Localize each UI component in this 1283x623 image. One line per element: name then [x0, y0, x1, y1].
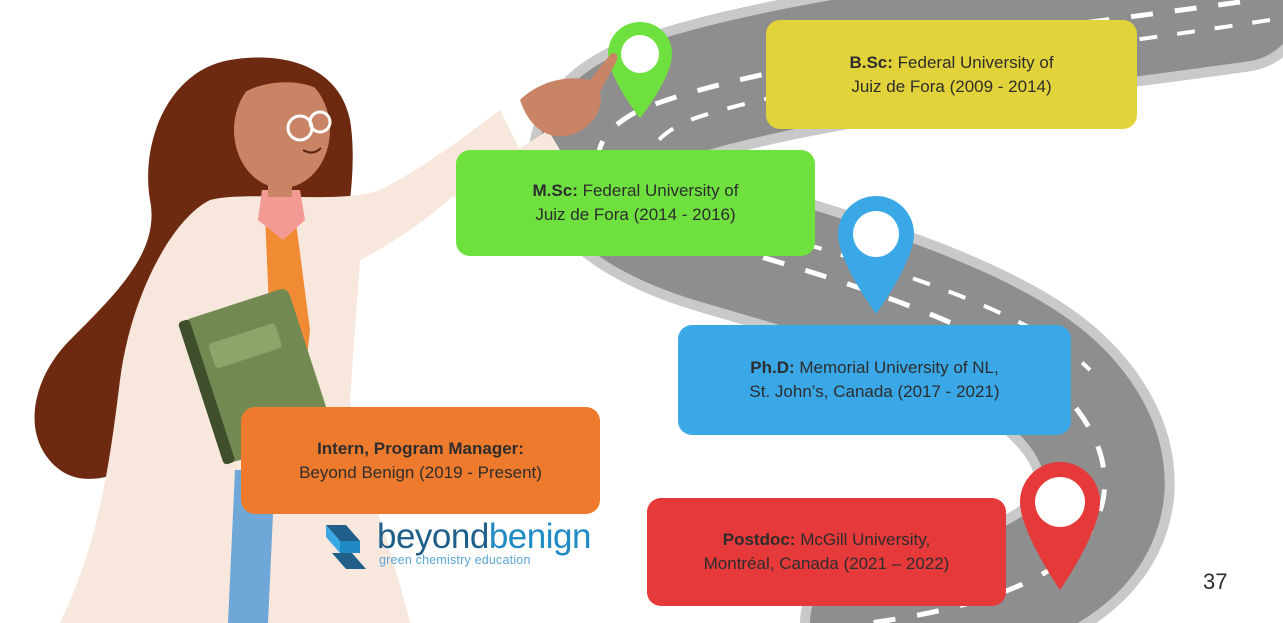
milestone-phd-line2: St. John’s, Canada (2017 - 2021)	[749, 382, 1000, 401]
logo-word-beyond: beyond	[377, 517, 489, 556]
milestone-intern-line2: Beyond Benign (2019 - Present)	[299, 462, 542, 482]
milestone-msc-line2: Juiz de Fora (2014 - 2016)	[535, 205, 736, 224]
milestone-postdoc-degree: Postdoc:	[722, 530, 796, 549]
milestone-postdoc: Postdoc: McGill University, Montréal, Ca…	[647, 498, 1006, 606]
milestone-postdoc-line2: Montréal, Canada (2021 – 2022)	[703, 554, 950, 573]
milestone-bsc-degree: B.Sc:	[849, 52, 893, 72]
map-pin-icon	[1020, 462, 1100, 590]
milestone-postdoc-line1: McGill University,	[800, 530, 931, 549]
milestone-bsc-line2: Juiz de Fora (2009 - 2014)	[851, 76, 1052, 96]
logo-word-benign: benign	[488, 517, 592, 556]
milestone-intern: Intern, Program Manager: Beyond Benign (…	[241, 407, 600, 514]
milestone-msc-line1: Federal University of	[582, 181, 739, 200]
beyond-benign-logo: beyondbenign green chemistry education	[320, 517, 591, 577]
logo-wordmark: beyondbenign	[377, 517, 591, 557]
milestone-phd: Ph.D: Memorial University of NL, St. Joh…	[678, 325, 1071, 435]
milestone-bsc: B.Sc: Federal University of Juiz de Fora…	[766, 20, 1137, 129]
milestone-msc: M.Sc: Federal University of Juiz de Fora…	[456, 150, 815, 256]
scientist-illustration	[34, 52, 618, 623]
milestone-phd-line1: Memorial University of NL,	[799, 358, 999, 377]
milestone-bsc-line1: Federal University of	[897, 52, 1054, 72]
page-number: 37	[1203, 569, 1228, 594]
beyond-benign-logo-icon	[326, 525, 366, 569]
logo-tagline: green chemistry education	[379, 553, 531, 567]
map-pin-icon	[838, 196, 914, 314]
milestone-msc-degree: M.Sc:	[532, 181, 578, 200]
map-pin-icon	[608, 22, 672, 118]
milestone-phd-degree: Ph.D:	[750, 358, 795, 377]
milestone-intern-degree: Intern, Program Manager:	[317, 438, 524, 458]
